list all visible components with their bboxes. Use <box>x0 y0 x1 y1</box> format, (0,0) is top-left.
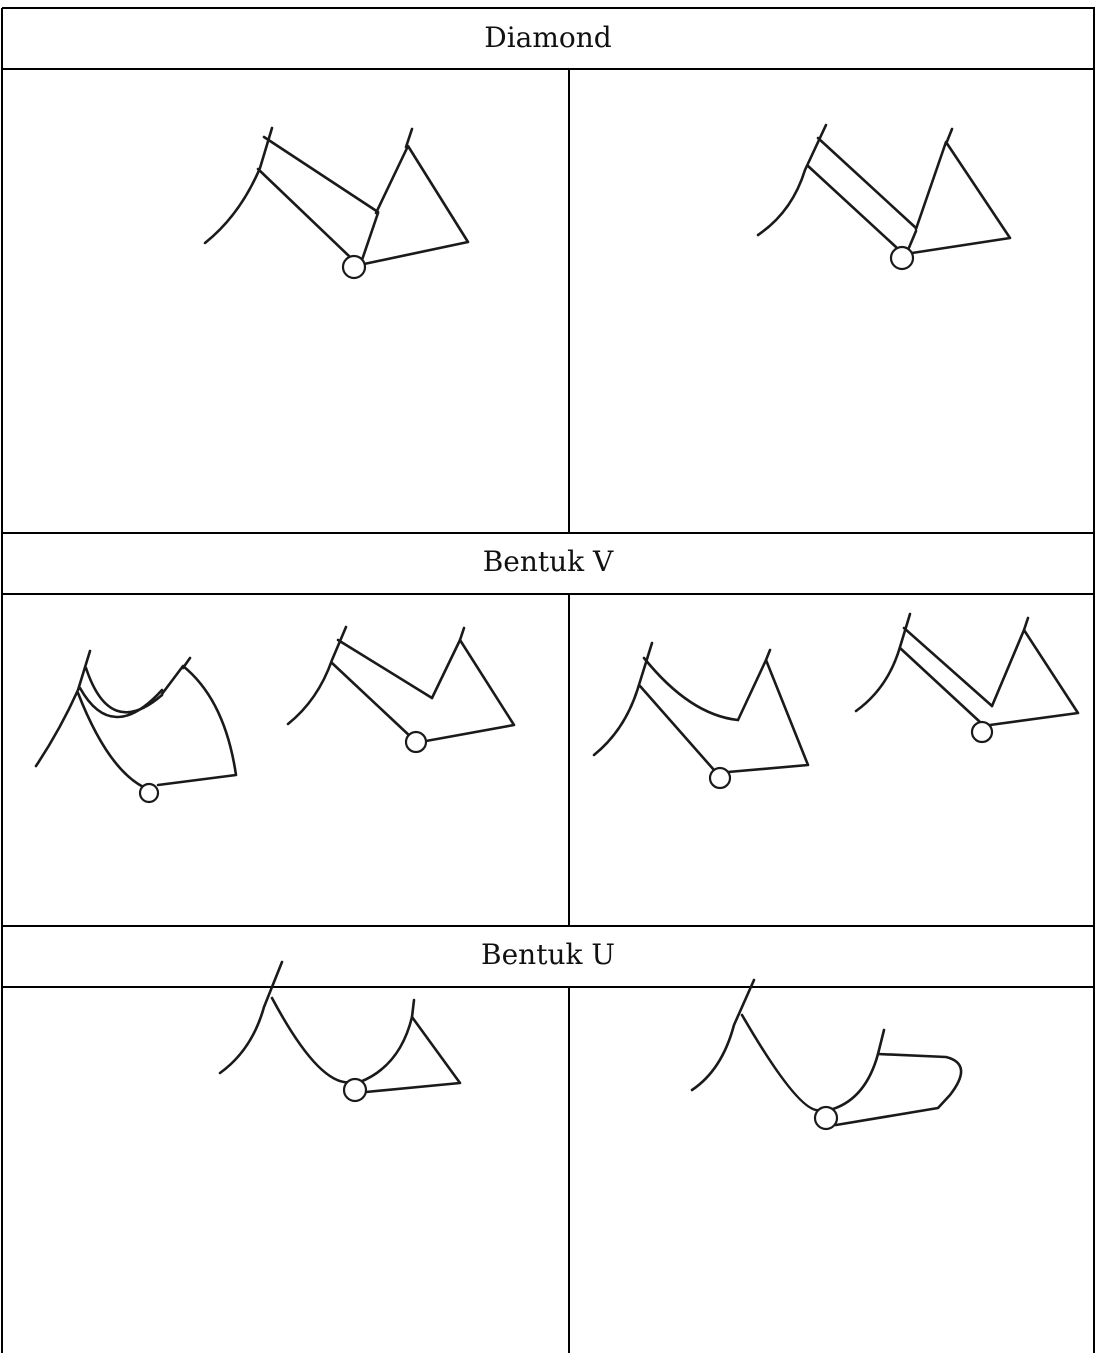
v-frame-sketch-1 <box>34 649 238 804</box>
section-title-bentuk-u: Bentuk U <box>481 938 615 971</box>
section-title-bentuk-v: Bentuk V <box>482 545 614 578</box>
diamond-frame-sketch-1 <box>203 126 470 280</box>
u-frame-sketch-1 <box>218 960 462 1103</box>
v-frame-sketch-3 <box>592 641 810 790</box>
u-frame-sketch-2 <box>690 978 963 1131</box>
diamond-frame-sketch-2 <box>756 123 1012 271</box>
v-frame-sketch-2 <box>286 625 516 754</box>
section-title-diamond: Diamond <box>484 21 612 54</box>
v-frame-sketch-4 <box>854 612 1080 744</box>
